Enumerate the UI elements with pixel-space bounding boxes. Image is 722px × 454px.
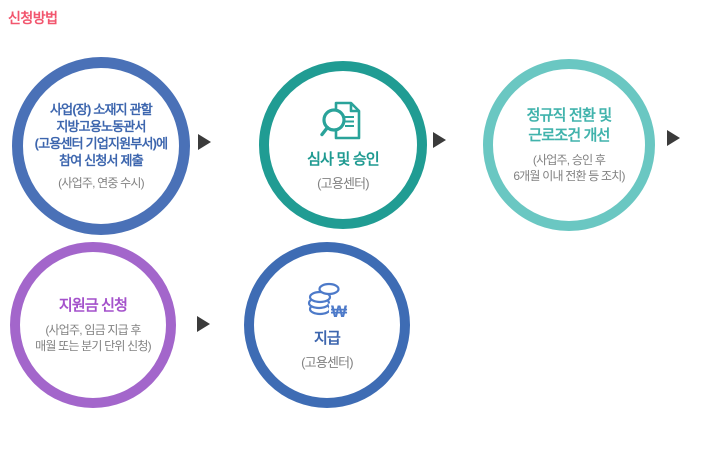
arrow-right-icon xyxy=(667,130,680,146)
arrow-right-icon xyxy=(197,316,210,332)
step4-title: 지원금 신청 xyxy=(58,297,128,314)
step-circle-application-submit: 사업(장) 소재지 관할 지방고용노동관서 (고용센터 기업지원부서)에 참여 … xyxy=(12,57,190,235)
step3-title: 정규직 전환 및 근로조건 개선 xyxy=(526,107,613,144)
arrow-right-icon xyxy=(198,134,211,150)
step4-subtitle: (사업주, 임금 지급 후 매월 또는 분기 단위 신청) xyxy=(35,323,152,353)
step2-subtitle: (고용센터) xyxy=(317,175,369,191)
step1-subtitle: (사업주, 연중 수시) xyxy=(58,176,144,190)
step5-subtitle: (고용센터) xyxy=(301,354,353,370)
step1-title: 사업(장) 소재지 관할 지방고용노동관서 (고용센터 기업지원부서)에 참여 … xyxy=(34,102,168,168)
document-search-icon xyxy=(319,99,367,145)
step3-subtitle: (사업주, 승인 후 6개월 이내 전환 등 조치) xyxy=(513,153,625,183)
page-title: 신청방법 xyxy=(8,10,58,26)
svg-text:₩: ₩ xyxy=(331,302,348,321)
step-circle-review-approval: 심사 및 승인 (고용센터) xyxy=(259,61,427,229)
step2-title: 심사 및 승인 xyxy=(307,150,380,168)
coins-won-icon: ₩ xyxy=(303,280,351,324)
arrow-right-icon xyxy=(433,132,446,148)
step-circle-regular-conversion: 정규직 전환 및 근로조건 개선 (사업주, 승인 후 6개월 이내 전환 등 … xyxy=(483,59,655,231)
step5-title: 지급 xyxy=(313,329,341,347)
step-circle-subsidy-application: 지원금 신청 (사업주, 임금 지급 후 매월 또는 분기 단위 신청) xyxy=(10,242,176,408)
step-circle-payment: ₩ 지급 (고용센터) xyxy=(244,242,410,408)
